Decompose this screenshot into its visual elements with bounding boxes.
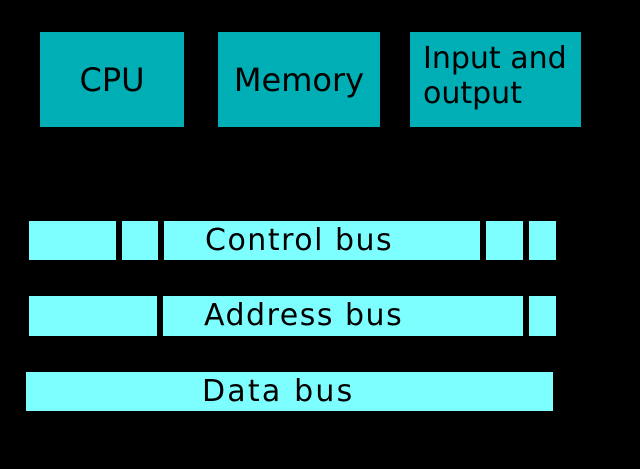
address-bus-segment — [29, 296, 157, 336]
memory-box: Memory — [218, 32, 380, 127]
address-bus-segment — [163, 296, 523, 336]
address-bus-label: Address bus — [204, 298, 404, 333]
data-bus-segment — [26, 372, 553, 411]
control-bus-segment — [122, 221, 158, 260]
io-box-label: Input and output — [423, 41, 567, 111]
cpu-box: CPU — [40, 32, 184, 127]
control-bus-segment — [486, 221, 523, 260]
control-bus-segment — [164, 221, 480, 260]
control-bus-segment — [529, 221, 556, 260]
memory-box-label: Memory — [233, 60, 365, 99]
io-box: Input and output — [410, 32, 581, 127]
address-bus-segment — [529, 296, 556, 336]
data-bus-label: Data bus — [202, 374, 355, 409]
control-bus-label: Control bus — [205, 223, 394, 258]
control-bus-segment — [29, 221, 116, 260]
cpu-box-label: CPU — [79, 60, 145, 99]
